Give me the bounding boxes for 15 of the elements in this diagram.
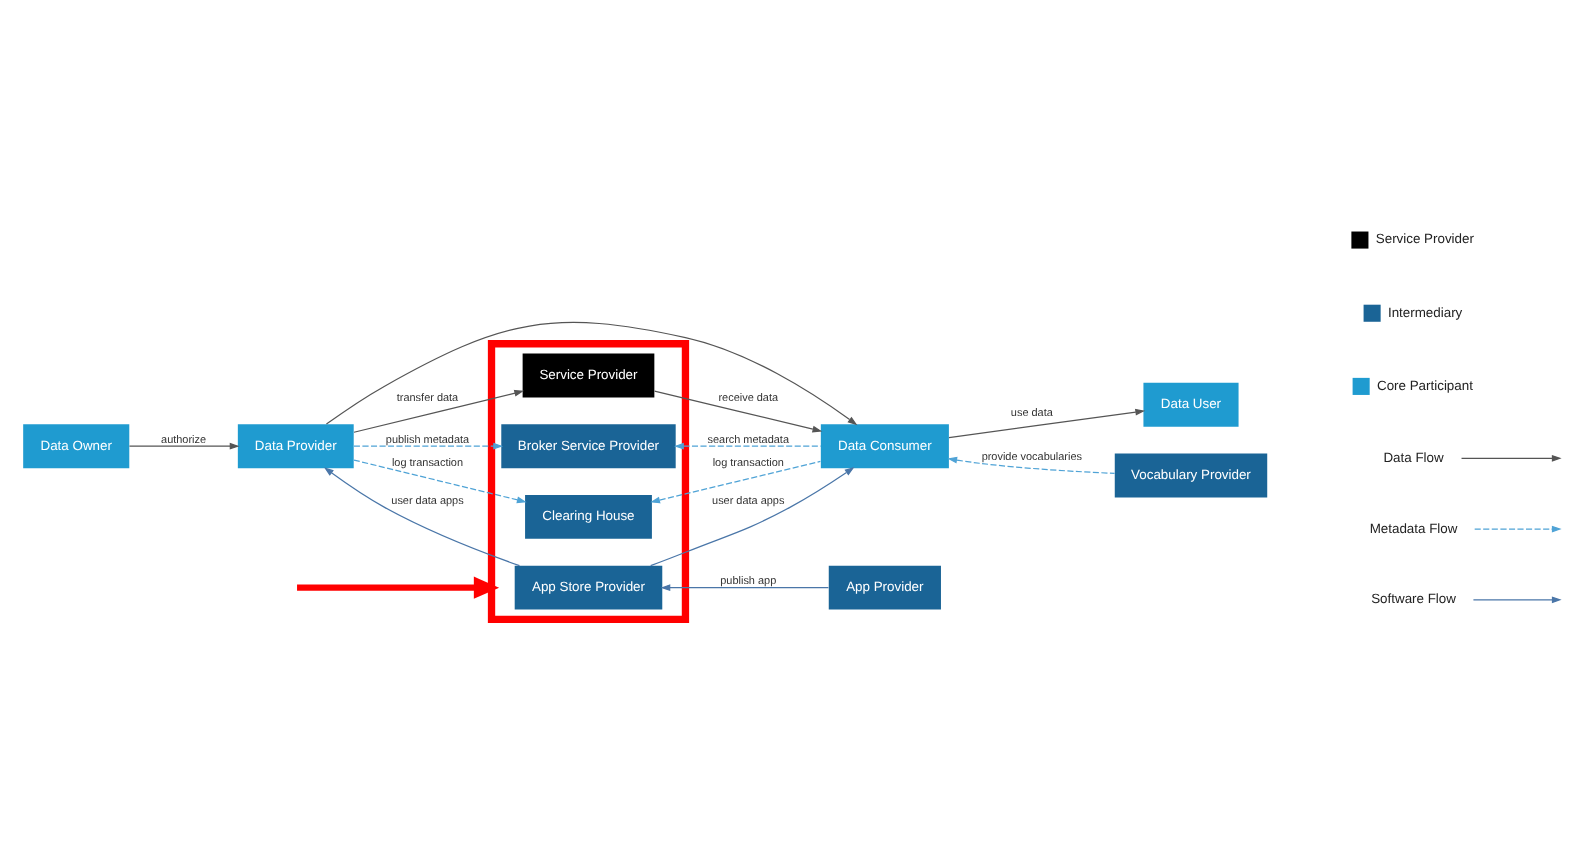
arrow — [674, 442, 822, 450]
arrow — [297, 576, 500, 599]
arrow — [325, 321, 858, 426]
arrow — [323, 467, 521, 567]
arrow — [353, 389, 525, 433]
arrow — [660, 584, 830, 592]
arrow — [653, 390, 823, 433]
cluster — [487, 340, 690, 623]
arrow — [353, 459, 527, 504]
arrow — [650, 467, 855, 567]
arrow — [353, 442, 504, 450]
arrow — [650, 460, 821, 504]
arrow — [947, 456, 1116, 474]
arrow — [128, 442, 240, 450]
arrow — [948, 408, 1146, 439]
